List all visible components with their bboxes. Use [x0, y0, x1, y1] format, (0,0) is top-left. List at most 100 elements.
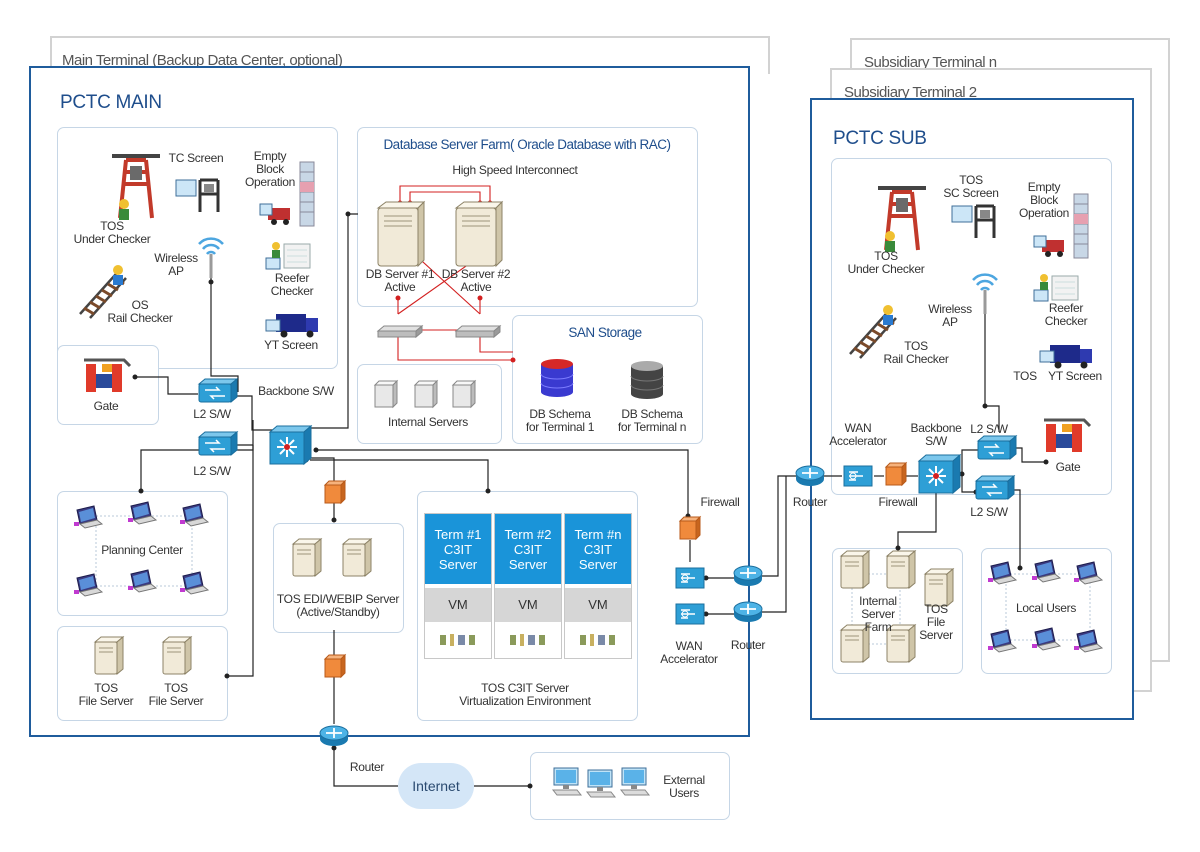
- planning-laptops: [73, 501, 209, 597]
- tc-screen-label: TC Screen: [168, 151, 224, 165]
- san-storage-title: SAN Storage: [568, 325, 642, 340]
- router-internet-icon: [319, 725, 349, 747]
- quay-crane-icon: [110, 154, 162, 222]
- pctc-main-title: PCTC MAIN: [60, 92, 162, 113]
- vm-n-label: VM: [565, 588, 631, 622]
- wan-accel-2-icon: [675, 603, 705, 625]
- sub-backbone-switch-icon: [918, 454, 961, 494]
- router-2-icon: [733, 601, 763, 623]
- link-backbone-fw: [316, 449, 689, 518]
- file-server-2-icon: [162, 636, 192, 675]
- link-router-internet: [333, 748, 398, 787]
- sub-l2-switch-2-icon: [975, 475, 1015, 500]
- sub-gate-label: Gate: [1055, 460, 1081, 474]
- sub-internal-farm-icons: [840, 550, 954, 663]
- link-wan-router: [706, 577, 736, 615]
- firewall-2-icon: [324, 654, 346, 678]
- sub-quay-crane-icon: [876, 186, 928, 254]
- sub-n-title: Subsidiary Terminal n: [864, 54, 997, 71]
- high-speed-label: High Speed Interconnect: [452, 163, 578, 177]
- yt-screen-icon: [265, 313, 319, 338]
- san-switch-1-icon: [377, 325, 423, 338]
- wan-accel-1-icon: [675, 567, 705, 589]
- sub-firewall-label: Firewall: [878, 495, 918, 509]
- vm-column-1: [424, 513, 492, 659]
- reefer-checker-icon: [265, 241, 311, 270]
- vm-2-label: VM: [495, 588, 561, 622]
- router-right-label: Router: [730, 638, 766, 652]
- link-fileserver: [227, 445, 254, 677]
- internal-server-1-icon: [374, 380, 398, 408]
- sub-local-users-icons: [987, 559, 1103, 653]
- external-pc-3-icon: [620, 767, 650, 796]
- sub-tos-label: TOS: [1013, 369, 1037, 383]
- l2-sw-1-label: L2 S/W: [193, 407, 231, 421]
- sub-yt-screen-icon: [1039, 344, 1093, 369]
- edi-server-1-icon: [292, 538, 322, 577]
- vm-column-n: [564, 513, 632, 659]
- db-farm-title: Database Server Farm( Oracle Database wi…: [383, 137, 671, 152]
- router-1-icon: [733, 565, 763, 587]
- edi-server-label: TOS EDI/WEBIP Server(Active/Standby): [276, 592, 400, 619]
- tc-screen-icon: [174, 178, 220, 214]
- file-server-group: [57, 626, 228, 721]
- link-backbone-virt: [310, 459, 489, 491]
- link-l2-backbone: [235, 395, 286, 431]
- local-users-label: Local Users: [1015, 601, 1077, 615]
- link-gate-l2: [135, 376, 198, 395]
- router-bottom-label: Router: [349, 760, 385, 774]
- db-server-2-icon: [455, 201, 503, 267]
- firewall-1-icon: [324, 480, 346, 504]
- external-pc-2-icon: [586, 769, 616, 798]
- backbone-sw-label: Backbone S/W: [258, 384, 334, 398]
- edi-group: [273, 523, 404, 633]
- backbone-switch-icon: [269, 425, 312, 465]
- firewall-label: Firewall: [700, 495, 740, 509]
- sub-2-title: Subsidiary Terminal 2: [844, 84, 977, 101]
- sub-l2-sw-1-label: L2 S/W: [970, 422, 1008, 436]
- firewall-main-icon: [679, 516, 701, 540]
- file-server-1-icon: [94, 636, 124, 675]
- sub-firewall-icon: [885, 462, 907, 486]
- l2-sw-2-label: L2 S/W: [193, 464, 231, 478]
- pctc-sub-title: PCTC SUB: [833, 128, 927, 149]
- edi-server-2-icon: [342, 538, 372, 577]
- db-schema-1-icon: [540, 358, 574, 398]
- vm-column-2: [494, 513, 562, 659]
- sub-yt-screen-label: YT Screen: [1048, 369, 1102, 383]
- sub-sc-screen-icon: [950, 204, 996, 240]
- internal-server-3-icon: [452, 380, 476, 408]
- internet-cloud: Internet: [398, 763, 474, 809]
- sub-wan-accel-icon: [843, 465, 873, 487]
- wireless-ap-icon: [197, 237, 225, 280]
- sub-wireless-ap-icon: [971, 273, 999, 316]
- gate-icon: [82, 358, 132, 394]
- link-dots: [132, 211, 1049, 789]
- gate-label: Gate: [93, 399, 119, 413]
